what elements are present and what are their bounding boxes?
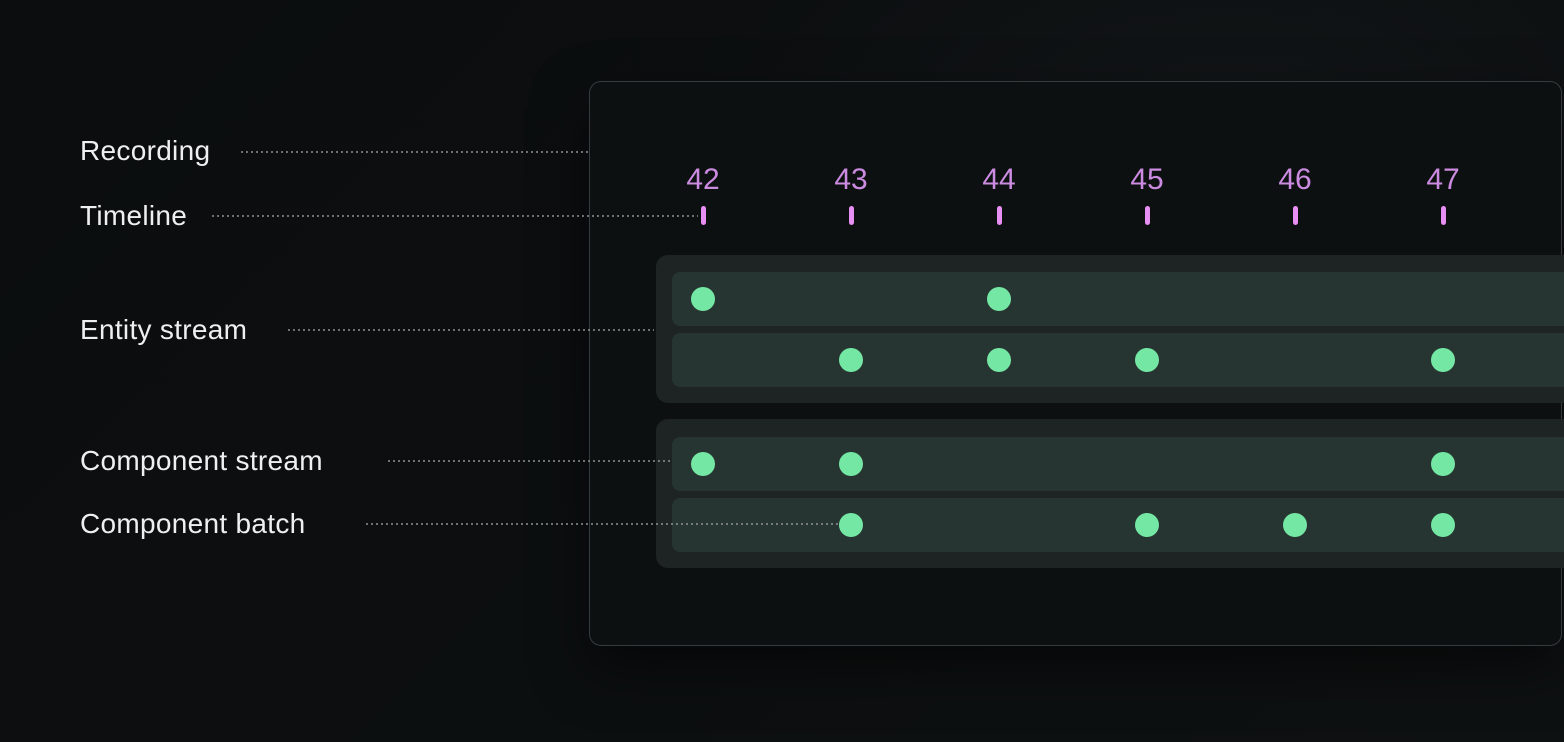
event-dot (839, 513, 863, 537)
component-stream-group (656, 419, 1564, 568)
entity-stream-row-1 (672, 272, 1564, 326)
leader-line-timeline (212, 215, 698, 217)
leader-line-recording (241, 151, 588, 153)
leader-line-entity-stream (288, 329, 654, 331)
timeline-tick-mark-47 (1440, 206, 1446, 225)
event-dot (691, 452, 715, 476)
component-stream-row (672, 437, 1564, 491)
event-dot (1431, 513, 1455, 537)
label-entity-stream: Entity stream (80, 314, 248, 345)
timeline-tick-mark-45 (1144, 206, 1150, 225)
entity-stream-group (656, 255, 1564, 403)
leader-line-component-batch (366, 523, 838, 525)
component-batch-row (672, 498, 1564, 552)
event-dot (1135, 513, 1159, 537)
event-dot (839, 348, 863, 372)
event-dot (1135, 348, 1159, 372)
timeline-tick-label-42: 42 (686, 163, 720, 196)
label-timeline: Timeline (80, 200, 188, 231)
label-recording: Recording (80, 135, 211, 166)
event-dot (987, 287, 1011, 311)
timeline-tick-label-45: 45 (1130, 163, 1164, 196)
entity-stream-row-2 (672, 333, 1564, 387)
label-component-stream: Component stream (80, 445, 323, 476)
event-dot (1431, 452, 1455, 476)
timeline-tick-mark-46 (1292, 206, 1298, 225)
timeline-tick-label-46: 46 (1278, 163, 1312, 196)
timeline-tick-label-43: 43 (834, 163, 868, 196)
timeline-tick-mark-44 (996, 206, 1002, 225)
event-dot (839, 452, 863, 476)
event-dot (1283, 513, 1307, 537)
timeline-tick-label-44: 44 (982, 163, 1016, 196)
label-component-batch: Component batch (80, 508, 306, 539)
event-dot (987, 348, 1011, 372)
timeline-tick-mark-42 (700, 206, 706, 225)
event-dot (1431, 348, 1455, 372)
event-dot (691, 287, 715, 311)
leader-line-component-stream (388, 460, 672, 462)
timeline-tick-label-47: 47 (1426, 163, 1460, 196)
timeline-tick-mark-43 (848, 206, 854, 225)
